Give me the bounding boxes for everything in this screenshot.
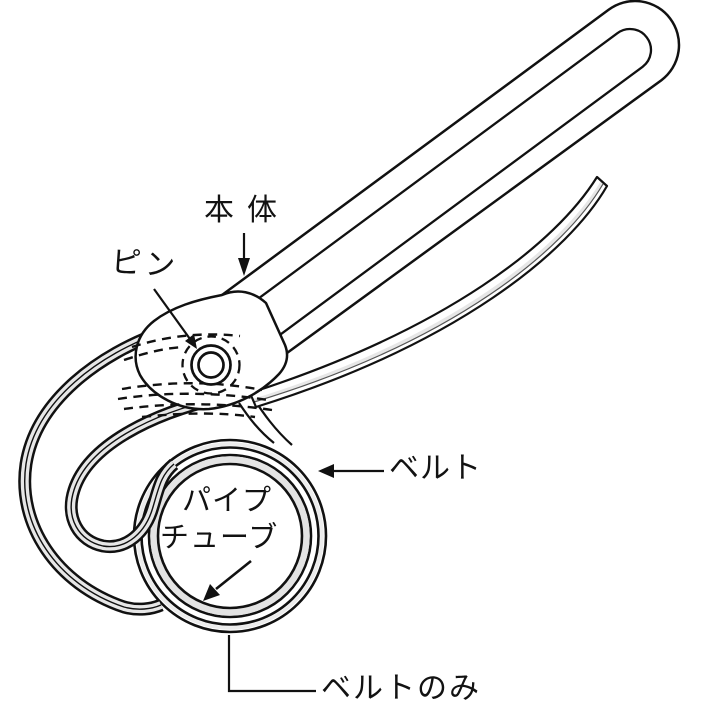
pin-inner-ring	[197, 351, 225, 379]
pipe-circle	[156, 462, 304, 610]
belt-tail	[248, 175, 609, 409]
annotation-pointers	[153, 233, 384, 693]
belt-only-leader	[227, 635, 316, 693]
label-belt: ベルト	[389, 452, 482, 485]
belt-coil	[130, 436, 330, 636]
label-belt-only: ベルトのみ	[321, 672, 481, 705]
label-pin: ピン	[109, 245, 181, 284]
label-tube: チューブ	[160, 522, 279, 554]
pipe-tube-arrow	[203, 559, 252, 601]
belt-arrow	[318, 464, 384, 478]
body-arrow	[238, 233, 250, 276]
belt-s-curve-outer	[18, 325, 165, 616]
pin-dashed-circle	[181, 335, 241, 395]
belt-s-curve-hairpin	[64, 391, 222, 554]
head-housing	[117, 290, 289, 419]
hidden-belt-dashes	[117, 333, 273, 419]
pin-arrow	[153, 288, 197, 349]
label-body: 本体	[204, 194, 290, 227]
handle-slot	[239, 27, 653, 345]
label-pipe: パイプ	[182, 485, 273, 517]
